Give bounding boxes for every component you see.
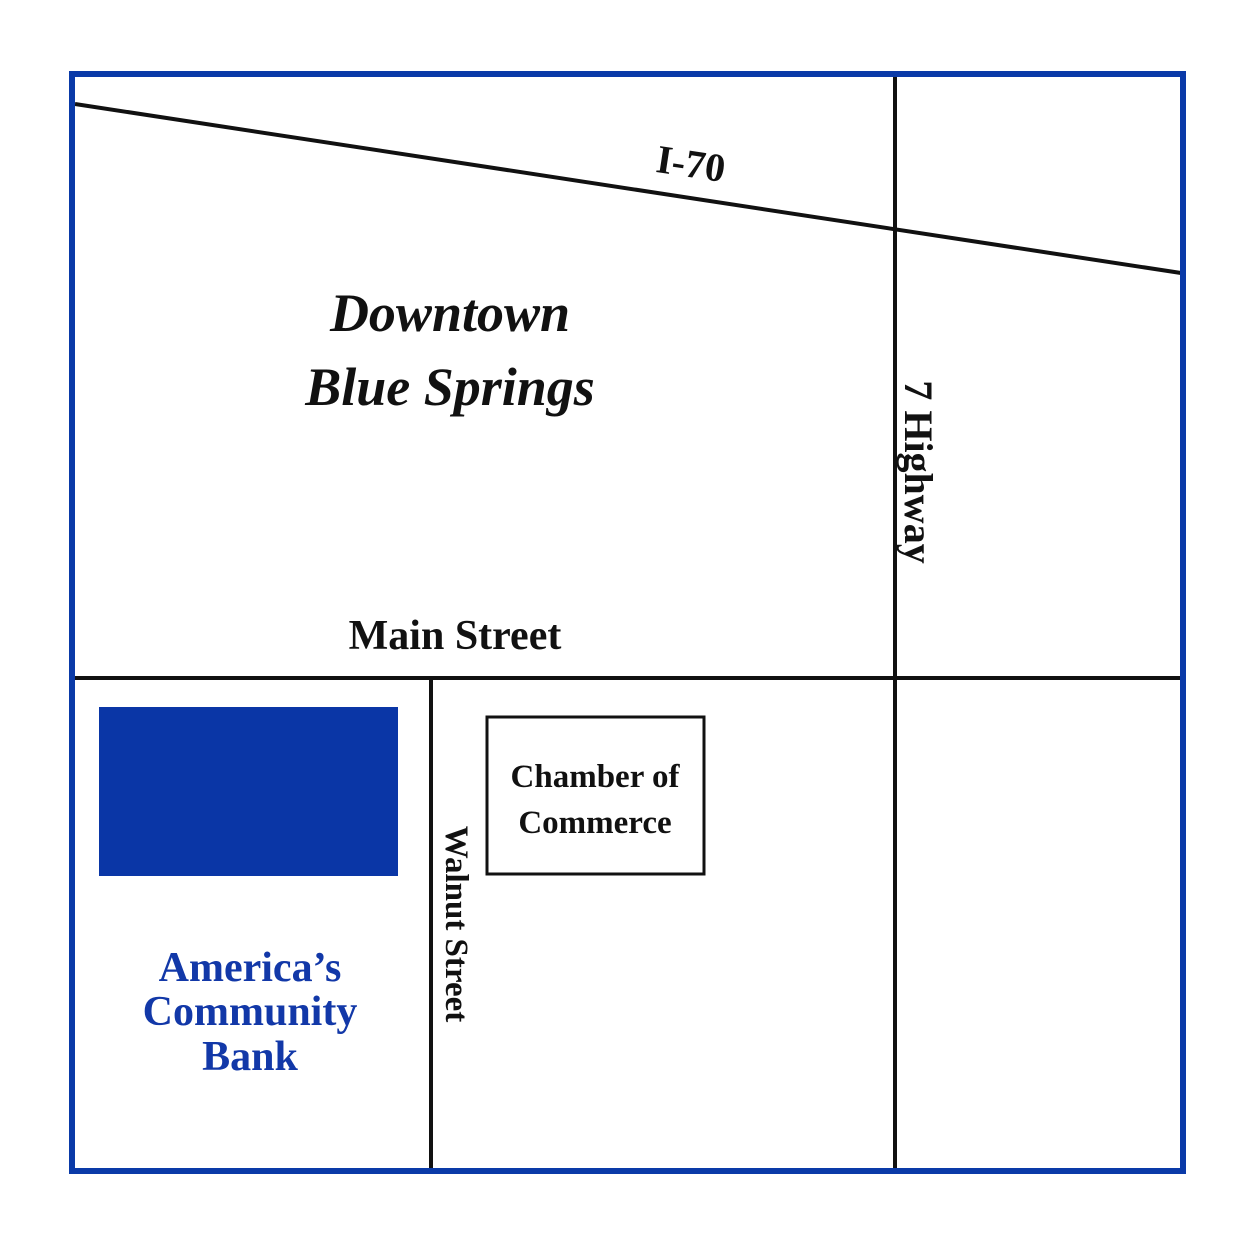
- chamber-label-line2: Commerce: [518, 805, 671, 841]
- map-border: [69, 71, 1186, 1174]
- chamber-label-line1: Chamber of: [511, 759, 681, 795]
- bank-label-line1: America’s: [159, 945, 342, 991]
- area-title-line2: Blue Springs: [304, 357, 595, 417]
- i70-label: I-70: [654, 136, 729, 191]
- bank-label-line3: Bank: [202, 1034, 298, 1080]
- area-title-line1: Downtown: [329, 283, 570, 343]
- highway-7-label: 7 Highway: [896, 380, 941, 563]
- bank-label-line2: Community: [143, 989, 358, 1035]
- main-street-label: Main Street: [349, 613, 562, 659]
- chamber-of-commerce-box: [485, 715, 706, 876]
- bank-building: [99, 707, 398, 876]
- walnut-street-label: Walnut Street: [438, 826, 474, 1022]
- i70-road: [74, 102, 1182, 275]
